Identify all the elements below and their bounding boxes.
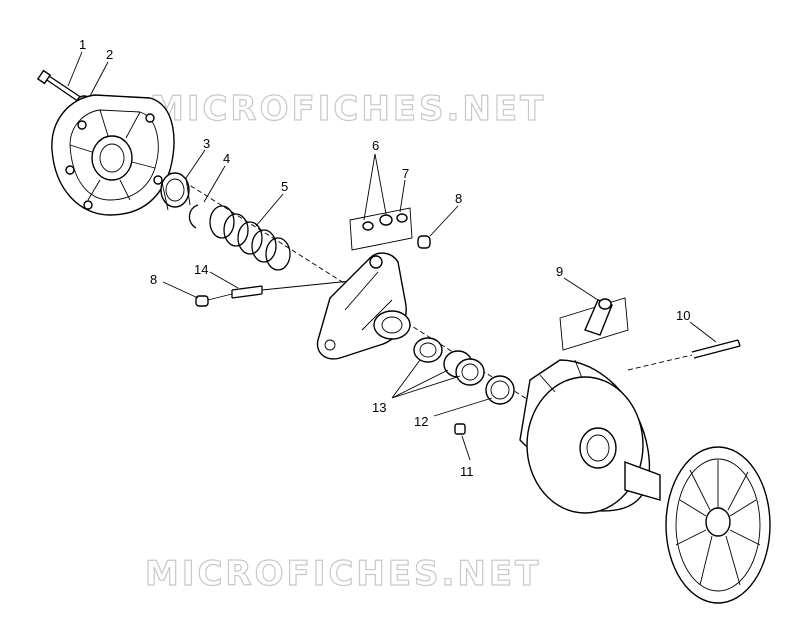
callout-5: 5 [281,179,288,194]
callout-6: 6 [372,138,379,153]
callout-13: 13 [372,400,386,415]
callout-2: 2 [106,47,113,62]
leader-lines [67,51,717,461]
cover-plate-part [51,94,175,216]
clip-ring-part [188,204,199,229]
callout-7: 7 [402,166,409,181]
callout-10: 10 [676,308,690,323]
bushing-part [160,172,191,211]
roller-pin-left-part [195,295,209,307]
washer-set-part [349,207,413,251]
spider-arm-part [316,252,411,360]
roller-bracket-part [559,297,629,351]
moveable-sheave-part [519,359,651,514]
callout-11: 11 [460,464,474,479]
watermark-bottom: MICROFICHES.NET [145,554,541,594]
bushing-small-part [485,375,515,405]
fixed-sheave-part [624,446,771,604]
callout-8-left: 8 [150,272,157,287]
watermark-top: MICROFICHES.NET [150,89,546,129]
callout-14: 14 [194,262,208,277]
bolt-part [36,69,86,105]
callout-4: 4 [223,151,230,166]
spring-part [209,205,291,271]
washer-stack-part [413,337,485,386]
callout-12: 12 [414,414,428,429]
small-nut-part [454,423,466,435]
callout-1: 1 [79,37,86,52]
callout-9: 9 [556,264,563,279]
roller-right-part [417,235,431,249]
callout-3: 3 [203,136,210,151]
callout-8-right: 8 [455,191,462,206]
long-pin-part [627,339,741,371]
